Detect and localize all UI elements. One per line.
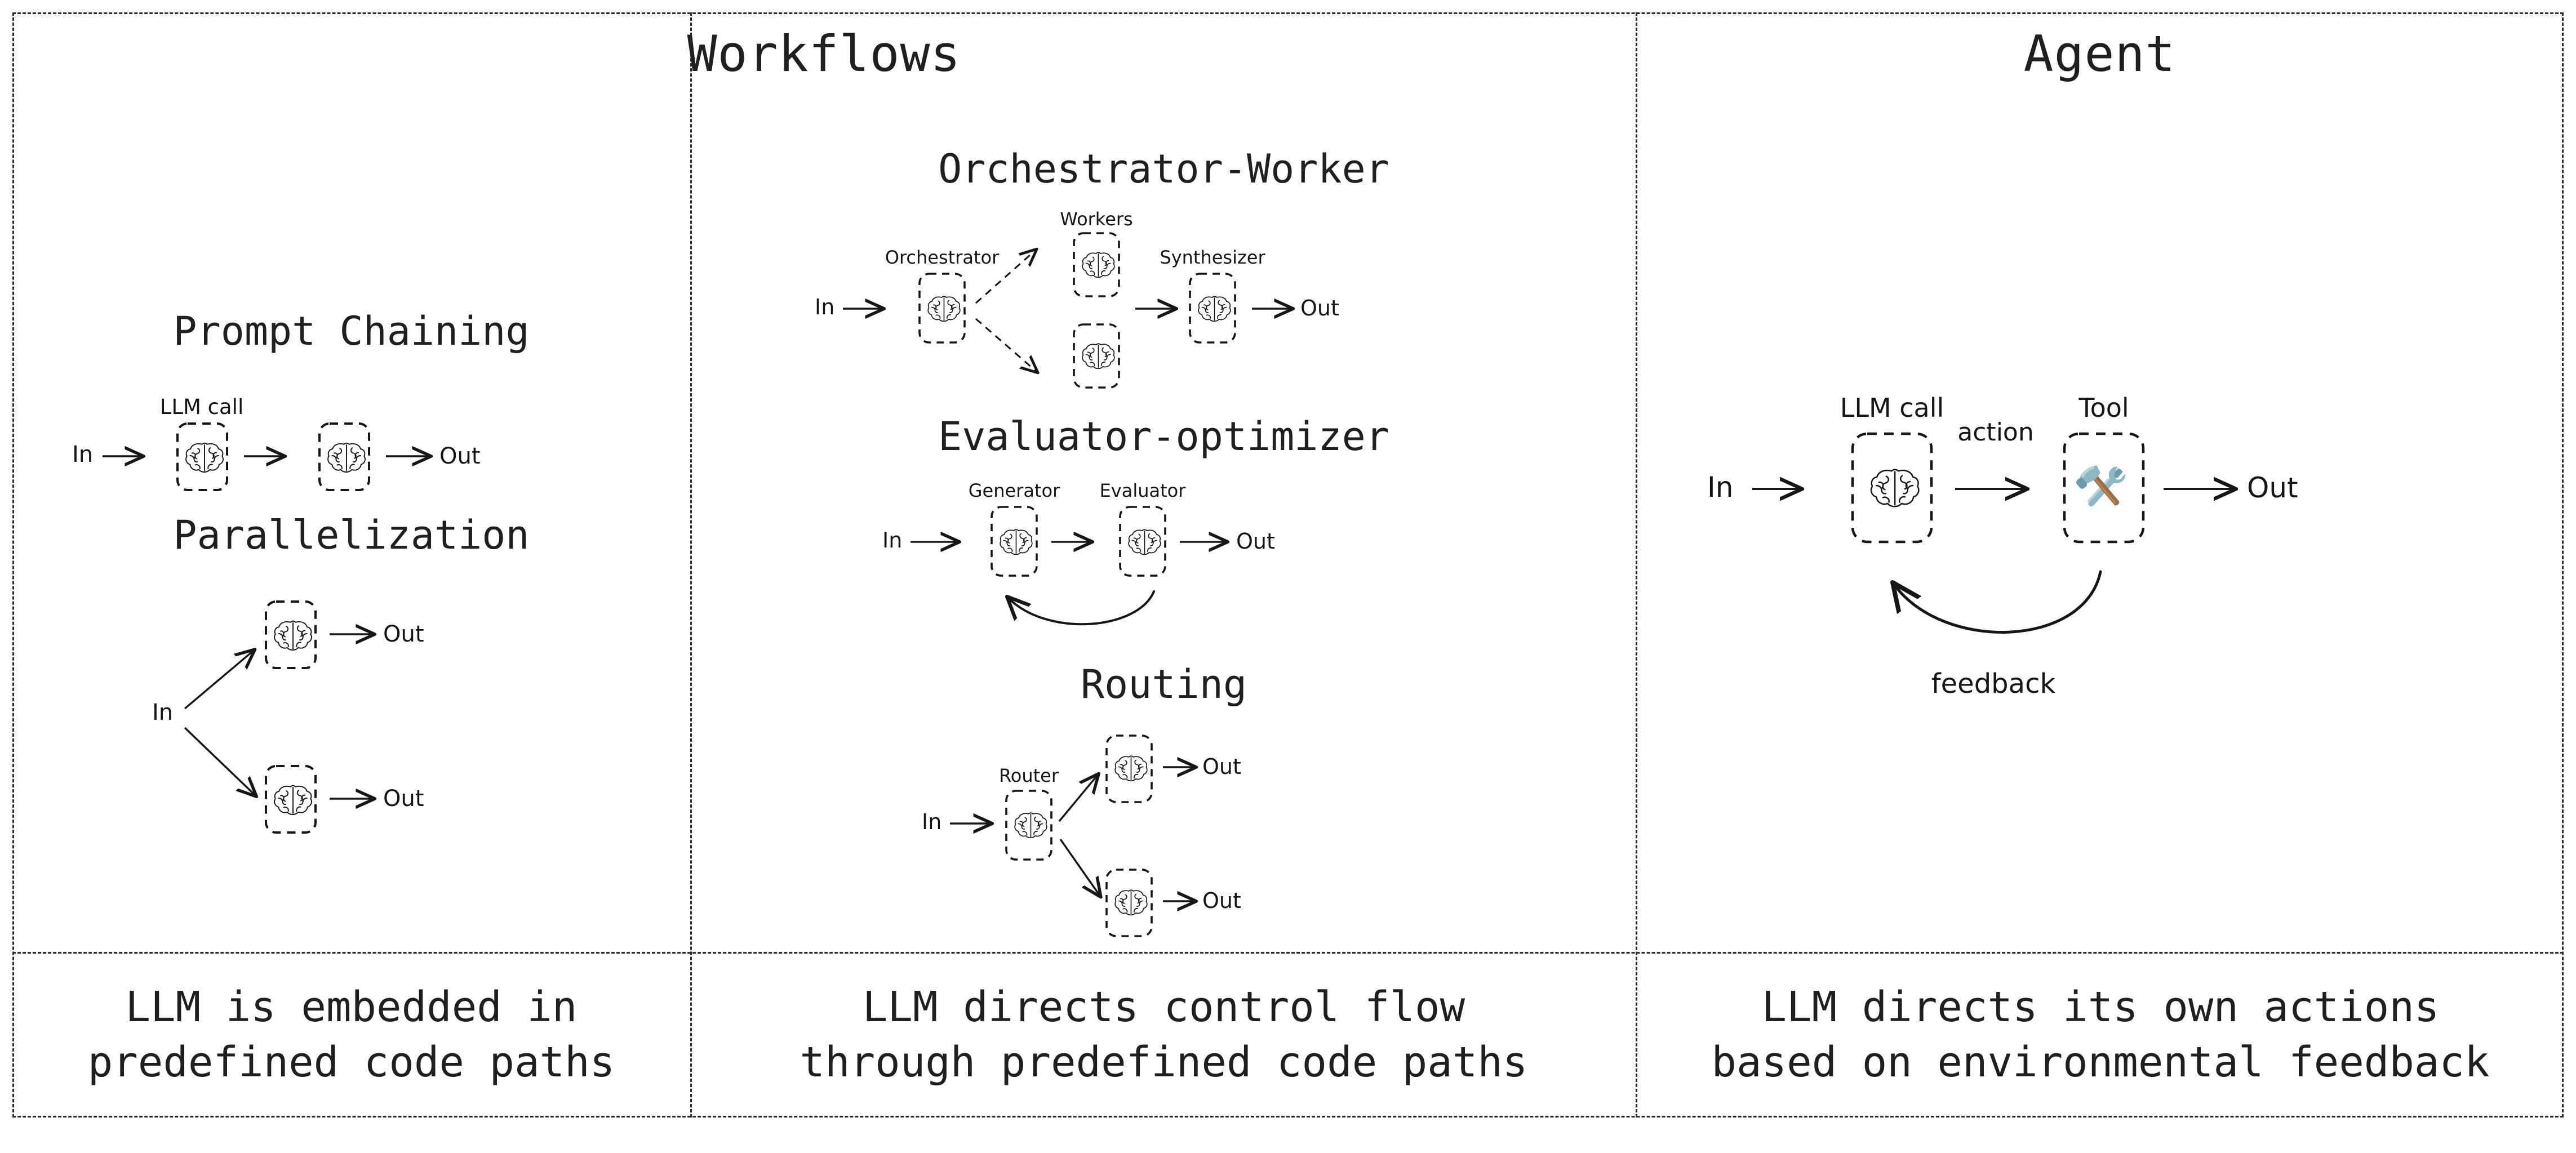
evaluator-optimizer-title: Evaluator-optimizer: [938, 413, 1389, 460]
hammer-and-wrench-icon: [2073, 462, 2128, 511]
out-label-top: Out: [383, 621, 424, 647]
caption-workflows-left: LLM is embedded in predefined code paths: [12, 968, 690, 1103]
column-divider-1: [690, 12, 692, 1118]
out-label: Out: [2247, 471, 2298, 504]
orchestrator-box: [918, 273, 966, 344]
action-label: action: [1957, 418, 2033, 447]
worker-box-bottom: [1073, 323, 1120, 389]
llm-box-bottom: [265, 765, 317, 834]
llm-call-box: [176, 422, 228, 491]
prompt-chaining-figure: In LLM call Out: [68, 389, 592, 518]
caption-line-2: based on environmental feedback: [1711, 1038, 2490, 1087]
in-label: In: [815, 295, 834, 319]
outer-frame: [12, 12, 2564, 1118]
caption-line-2: through predefined code paths: [800, 1038, 1528, 1087]
feedback-label: feedback: [1931, 668, 2056, 700]
llm-call-label: LLM call: [160, 395, 244, 419]
caption-agent: LLM directs its own actions based on env…: [1637, 968, 2564, 1103]
route-target-bottom: [1105, 869, 1153, 937]
column-divider-2: [1636, 12, 1637, 1118]
workers-label: Workers: [1060, 208, 1132, 230]
out-label-top: Out: [1202, 754, 1241, 779]
out-label-bottom: Out: [383, 786, 424, 812]
router-label: Router: [999, 765, 1059, 786]
prompt-chaining-title: Prompt Chaining: [173, 308, 530, 354]
agent-figure: In LLM call action Tool Out feedback: [1696, 355, 2541, 715]
tool-label: Tool: [2078, 393, 2129, 423]
caption-workflows-right: LLM directs control flow through predefi…: [692, 968, 1636, 1103]
caption-line-1: LLM is embedded in: [125, 983, 578, 1032]
parallelization-title: Parallelization: [173, 512, 530, 558]
out-label-bottom: Out: [1202, 888, 1241, 913]
synthesizer-box: [1189, 273, 1236, 344]
routing-figure: In Router Out Out: [918, 732, 1538, 937]
in-label: In: [72, 442, 93, 468]
evaluator-box: [1119, 506, 1166, 577]
out-label: Out: [439, 443, 481, 469]
routing-title: Routing: [1080, 661, 1247, 707]
parallelization-figure: In Out Out: [118, 580, 625, 851]
in-label: In: [922, 809, 941, 834]
llm-call-box-2: [318, 422, 370, 491]
in-label: In: [152, 700, 173, 725]
orchestrator-worker-title: Orchestrator-Worker: [938, 146, 1389, 192]
in-label: In: [882, 528, 902, 553]
worker-box-top: [1073, 232, 1120, 297]
orchestrator-worker-figure: In Orchestrator Workers Synthesizer: [811, 208, 1544, 394]
orchestrator-label: Orchestrator: [885, 247, 1000, 268]
generator-label: Generator: [969, 480, 1060, 501]
agent-section-header: Agent: [2023, 25, 2176, 83]
route-target-top: [1105, 734, 1153, 803]
caption-line-1: LLM directs control flow: [862, 983, 1465, 1032]
router-box: [1005, 790, 1052, 861]
llm-call-box: [1851, 432, 1933, 544]
out-label: Out: [1300, 296, 1339, 320]
llm-box-top: [265, 600, 317, 669]
caption-line-1: LLM directs its own actions: [1761, 983, 2440, 1032]
caption-line-2: predefined code paths: [87, 1038, 615, 1087]
evaluator-label: Evaluator: [1100, 480, 1187, 501]
generator-box: [991, 506, 1038, 577]
caption-row-divider: [12, 952, 2564, 954]
feedback-curve: [1894, 570, 2102, 634]
llm-call-label: LLM call: [1840, 393, 1944, 423]
feedback-curve: [1009, 590, 1155, 626]
synthesizer-label: Synthesizer: [1160, 247, 1265, 268]
workflows-section-header: Workflows: [687, 25, 961, 83]
out-label: Out: [1236, 529, 1275, 554]
evaluator-optimizer-figure: In Generator Evaluator Out: [879, 479, 1499, 665]
tool-box: [2063, 432, 2145, 544]
in-label: In: [1707, 471, 1733, 504]
